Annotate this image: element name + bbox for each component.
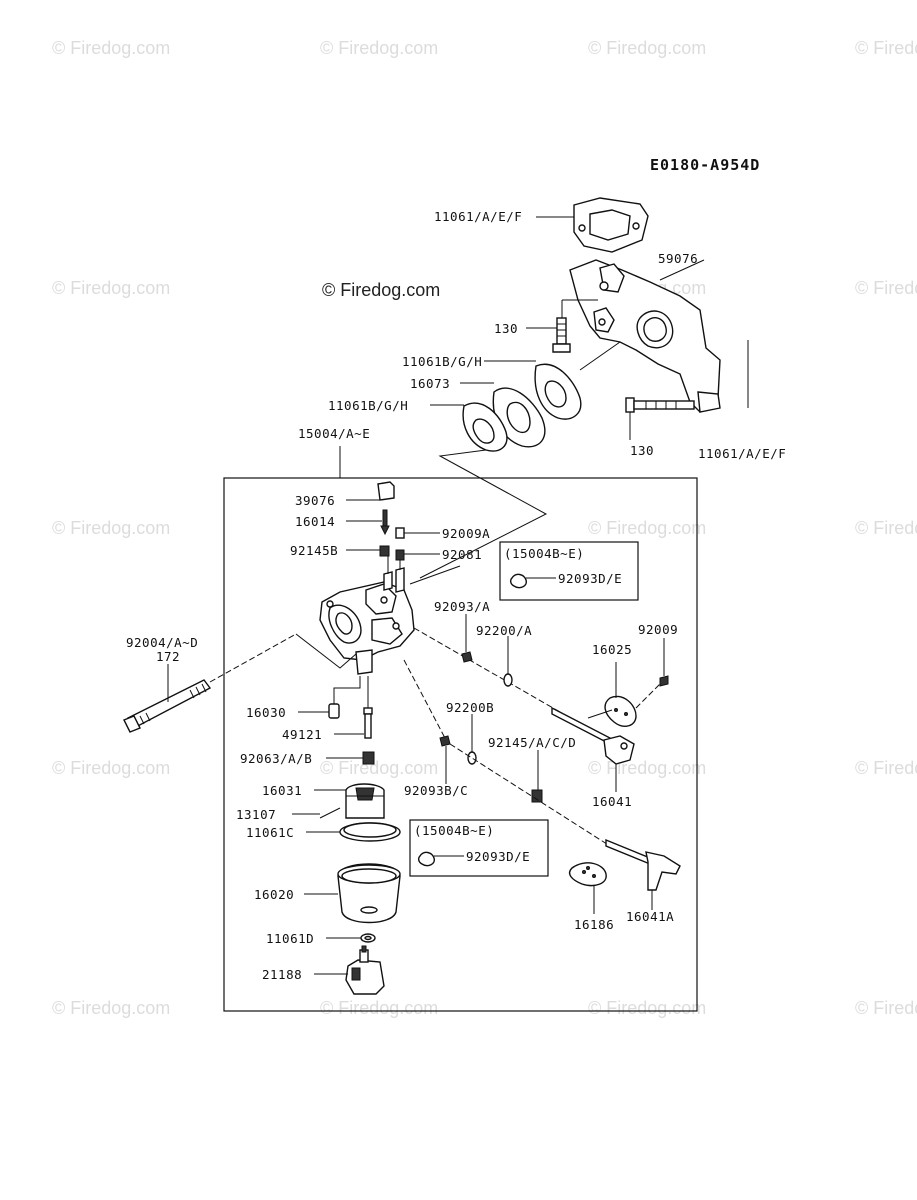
- watermark: © Firedog.com: [588, 758, 706, 778]
- part-49121: [363, 707, 373, 739]
- part-39076: [377, 481, 395, 501]
- label-16031: 16031: [262, 783, 302, 798]
- label-92004: 92004/A~D: [126, 635, 198, 650]
- variant-box-2: [409, 819, 549, 877]
- watermark: © Firedog.com: [855, 38, 917, 58]
- label-92145acd: 92145/A/C/D: [488, 735, 576, 750]
- label-box2-title: (15004B~E): [414, 823, 494, 838]
- label-92145b: 92145B: [290, 543, 338, 558]
- watermark: © Firedog.com: [52, 758, 170, 778]
- part-92093bc: [439, 735, 451, 747]
- watermark: © Firedog.com: [588, 38, 706, 58]
- watermark: © Firedog.com: [320, 38, 438, 58]
- variant-box-1: [499, 541, 639, 601]
- watermark: © Firedog.com: [855, 518, 917, 538]
- choke-shaft-16041a: [605, 838, 681, 891]
- label-49121: 49121: [282, 727, 322, 742]
- label-16030: 16030: [246, 705, 286, 720]
- watermark: © Firedog.com: [855, 998, 917, 1018]
- label-11061c: 11061C: [246, 825, 294, 840]
- watermark: © Firedog.com: [588, 998, 706, 1018]
- diagram-code: E0180-A954D: [650, 156, 760, 174]
- label-11061-aef-top: 11061/A/E/F: [434, 209, 522, 224]
- gasket-11061b-b: [462, 402, 508, 452]
- float-16031: [345, 783, 385, 819]
- label-92093bc: 92093B/C: [404, 783, 468, 798]
- label-59076: 59076: [658, 251, 698, 266]
- part-92145b: [379, 545, 390, 557]
- washer-92200b: [467, 751, 477, 765]
- label-92009: 92009: [638, 622, 678, 637]
- watermark: © Firedog.com: [588, 518, 706, 538]
- label-172: 172: [156, 649, 180, 664]
- watermarks: © Firedog.com © Firedog.com © Firedog.co…: [52, 38, 917, 1018]
- label-16025: 16025: [592, 642, 632, 657]
- label-box1-title: (15004B~E): [504, 546, 584, 561]
- label-box2-part: 92093D/E: [466, 849, 530, 864]
- washer-92200a: [503, 673, 513, 687]
- float-bowl-16020: [337, 863, 401, 924]
- label-11061bgh-b: 11061B/G/H: [328, 398, 408, 413]
- bolt-130-a: [552, 317, 571, 353]
- bolt-130-b: [625, 397, 695, 413]
- part-16014: [380, 509, 390, 536]
- gasket-top: [573, 197, 649, 253]
- solenoid-21188: [345, 945, 385, 995]
- label-130-a: 130: [494, 321, 518, 336]
- watermark: © Firedog.com: [52, 38, 170, 58]
- watermark: © Firedog.com: [52, 998, 170, 1018]
- watermark: © Firedog.com: [320, 758, 438, 778]
- part-92093a: [461, 651, 473, 663]
- label-15004: 15004/A~E: [298, 426, 370, 441]
- watermark-main: © Firedog.com: [322, 280, 440, 300]
- label-16186: 16186: [574, 917, 614, 932]
- screw-92009: [659, 675, 669, 687]
- carburetor-assembly-frame: [223, 477, 698, 1012]
- label-92063: 92063/A/B: [240, 751, 312, 766]
- watermark: © Firedog.com: [855, 758, 917, 778]
- label-130-b: 130: [630, 443, 654, 458]
- label-92093a: 92093/A: [434, 599, 490, 614]
- part-92009a: [395, 527, 405, 539]
- label-11061d: 11061D: [266, 931, 314, 946]
- label-16014: 16014: [295, 514, 335, 529]
- throttle-shaft-16041: [551, 706, 635, 765]
- label-11061bgh-a: 11061B/G/H: [402, 354, 482, 369]
- part-92093d-box2: [417, 851, 435, 867]
- label-16020: 16020: [254, 887, 294, 902]
- label-11061-aef-right: 11061/A/E/F: [698, 446, 786, 461]
- label-13107: 13107: [236, 807, 276, 822]
- label-92081: 92081: [442, 547, 482, 562]
- gasket-11061b-a: [534, 363, 582, 420]
- gasket-11061c: [339, 822, 401, 842]
- watermark: © Firedog.com: [855, 278, 917, 298]
- label-box1-part: 92093D/E: [558, 571, 622, 586]
- label-16041a: 16041A: [626, 909, 674, 924]
- label-39076: 39076: [295, 493, 335, 508]
- watermark: © Firedog.com: [320, 998, 438, 1018]
- label-92009a: 92009A: [442, 526, 490, 541]
- gasket-11061d: [360, 933, 376, 943]
- carburetor-body: [319, 567, 415, 675]
- label-21188: 21188: [262, 967, 302, 982]
- label-16041: 16041: [592, 794, 632, 809]
- throttle-plate-16025: [604, 695, 637, 727]
- watermark: © Firedog.com: [52, 278, 170, 298]
- label-92200b: 92200B: [446, 700, 494, 715]
- pin-13107: [319, 807, 341, 819]
- choke-plate-16186: [568, 862, 607, 887]
- label-92200a: 92200/A: [476, 623, 532, 638]
- label-16073: 16073: [410, 376, 450, 391]
- watermark: © Firedog.com: [52, 518, 170, 538]
- part-16030: [328, 703, 340, 719]
- part-92145acd: [531, 789, 543, 803]
- intake-pipe: [569, 259, 721, 413]
- part-labels: 11061/A/E/F 59076 130 11061B/G/H 16073 1…: [126, 209, 786, 982]
- nut-92063: [362, 751, 375, 765]
- part-92093d-box1: [509, 573, 527, 589]
- part-92081: [395, 549, 405, 561]
- screw-92004: [123, 679, 212, 733]
